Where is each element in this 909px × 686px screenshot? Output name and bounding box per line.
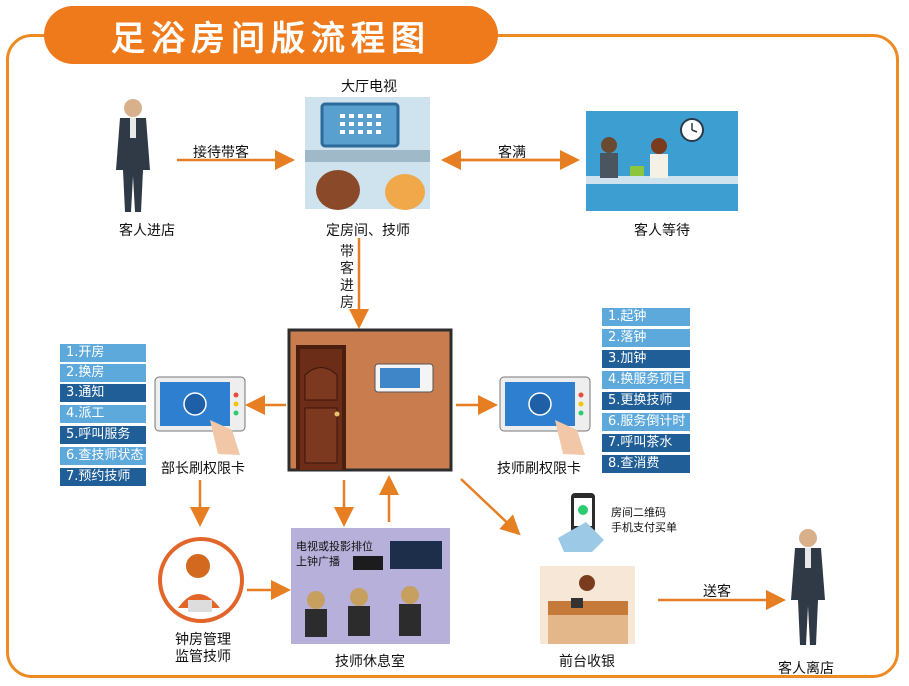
customer-enter-label: 客人进店 [119,223,175,239]
manager-menu-item: 7.预约技师 [60,468,146,486]
card-reader-icon [154,376,246,455]
tech-card-label: 技师刷权限卡 [497,461,581,477]
phone-qr-icon [558,493,604,552]
flow-arrows [177,150,786,610]
customer-wait-label: 客人等待 [634,223,690,239]
tech-menu-item: 1.起钟 [602,308,690,326]
manager-menu: 1.开房 2.换房 3.通知 4.派工 5.呼叫服务 6.查技师状态 7.预约技… [60,344,146,489]
customer-leave-label: 客人离店 [778,661,834,677]
tech-menu-item: 5.更换技师 [602,392,690,410]
tech-menu-item: 4.换服务项目 [602,371,690,389]
manager-menu-item: 6.查技师状态 [60,447,146,465]
bring-to-room-label: 带客进房 [340,244,354,311]
room-door-icon [287,328,453,472]
assign-room-label: 定房间、技师 [326,223,410,239]
tech-menu-item: 8.查消费 [602,455,690,473]
tech-menu-item: 3.加钟 [602,350,690,368]
headset-operator-icon [158,537,244,623]
hall-tv-label: 大厅电视 [341,79,397,95]
card-reader-icon [499,376,591,455]
diagram-title: 足浴房间版流程图 [44,6,498,64]
cashier-icon [540,566,635,644]
tv-broadcast-label: 电视或投影排位 上钟广播 [296,540,373,568]
man-standing-icon [116,99,150,212]
qr-pay-label: 房间二维码 手机支付买单 [611,506,677,534]
manager-menu-item: 3.通知 [60,384,146,402]
tech-menu-item: 7.呼叫茶水 [602,434,690,452]
reception-label: 接待带客 [193,145,249,161]
tech-menu: 1.起钟 2.落钟 3.加钟 4.换服务项目 5.更换技师 6.服务倒计时 7.… [602,308,690,473]
hall-tv-scene-icon [305,97,430,210]
tech-lounge-label: 技师休息室 [335,654,405,670]
front-desk-label: 前台收银 [559,654,615,670]
clock-room-label: 钟房管理 监管技师 [175,632,231,665]
tech-menu-item: 2.落钟 [602,329,690,347]
man-standing-icon [791,529,825,645]
manager-menu-item: 2.换房 [60,364,146,382]
manager-card-label: 部长刷权限卡 [161,461,245,477]
see-off-label: 送客 [703,584,731,600]
manager-menu-item: 4.派工 [60,405,146,423]
tech-menu-item: 6.服务倒计时 [602,413,690,431]
manager-menu-item: 5.呼叫服务 [60,426,146,444]
tech-lounge-scene [291,528,450,644]
full-label: 客满 [498,145,526,161]
waiting-room-icon [586,111,738,211]
manager-menu-item: 1.开房 [60,344,146,362]
